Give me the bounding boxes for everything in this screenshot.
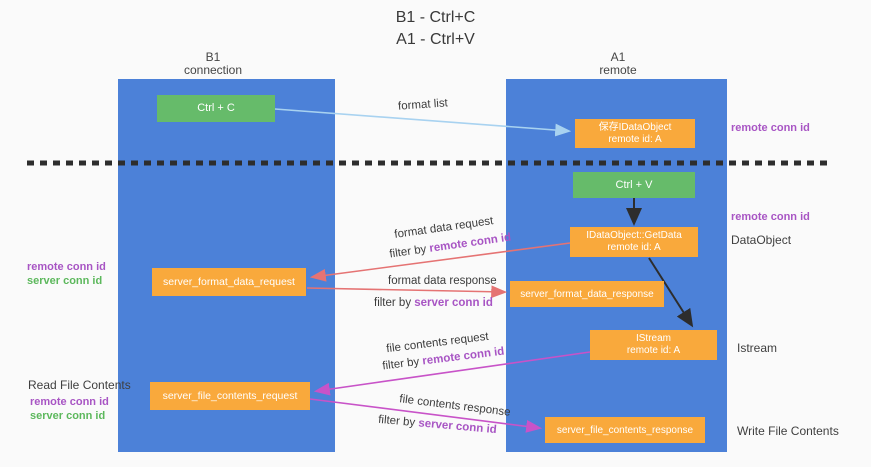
node-getdata-line1: IDataObject::GetData <box>586 230 682 241</box>
edge-label-filter-server-2: filter by server conn id <box>378 414 497 436</box>
arrow-format-data-response <box>306 285 508 299</box>
diagram-title: B1 - Ctrl+C A1 - Ctrl+V <box>0 7 871 51</box>
node-format-request-label: server_format_data_request <box>163 275 295 288</box>
edge-label-format-list: format list <box>397 97 449 113</box>
node-server-file-contents-request: server_file_contents_request <box>150 382 310 410</box>
lane-a1-role: remote <box>599 63 637 77</box>
edge-label-file-contents-response: file contents response <box>398 393 512 419</box>
server-conn-id-text: server conn id <box>417 417 498 437</box>
annotation-remote-conn-id-mid: remote conn id <box>731 211 810 223</box>
remote-conn-id-text: remote conn id <box>428 231 512 255</box>
filter-by-text: filter by <box>381 355 424 373</box>
annotation-remote-conn-id-top: remote conn id <box>731 122 810 134</box>
node-istream-line1: IStream <box>635 333 671 344</box>
lane-header-b1: B1 connection <box>138 51 288 77</box>
annotation-remote-conn-id-left1: remote conn id <box>27 261 106 273</box>
annotation-server-conn-id-left1: server conn id <box>27 275 103 287</box>
node-saved-idataobject-line2: remote id: A <box>608 133 662 145</box>
node-saved-idataobject-line1: 保存IDataObject <box>598 121 672 133</box>
node-server-file-contents-response: server_file_contents_response <box>545 417 705 443</box>
node-file-request-label: server_file_contents_request <box>162 389 298 402</box>
node-ctrl-c-label: Ctrl + C <box>197 102 235 114</box>
node-server-format-data-response: server_format_data_response <box>510 281 664 307</box>
filter-by-text: filter by <box>388 242 431 261</box>
node-file-response-label: server_file_contents_response <box>556 424 694 436</box>
node-istream-line2: remote id: A <box>626 345 681 356</box>
server-conn-id-text: server conn id <box>414 297 493 309</box>
annotation-dataobject: DataObject <box>731 233 792 247</box>
node-saved-idataobject: 保存IDataObject remote id: A <box>575 119 695 148</box>
lane-header-a1: A1 remote <box>543 51 693 77</box>
node-ctrl-v: Ctrl + V <box>573 172 695 198</box>
node-format-response-label: server_format_data_response <box>520 288 654 300</box>
filter-by-text: filter by <box>377 413 419 430</box>
annotation-remote-conn-id-left2: remote conn id <box>30 396 109 408</box>
annotation-server-conn-id-left2: server conn id <box>30 410 106 422</box>
node-ctrl-v-label: Ctrl + V <box>615 178 653 191</box>
annotation-istream: Istream <box>737 341 778 355</box>
lane-a1-name: A1 <box>610 50 626 64</box>
annotation-write-file-contents: Write File Contents <box>737 424 839 438</box>
annotation-read-file-contents: Read File Contents <box>28 378 131 392</box>
node-idataobject-getdata: IDataObject::GetData remote id: A <box>570 227 698 257</box>
lane-b1-name: B1 <box>205 50 221 64</box>
diagram-title-line1: B1 - Ctrl+C <box>395 9 476 26</box>
diagram-title-line2: A1 - Ctrl+V <box>396 31 475 48</box>
node-istream: IStream remote id: A <box>590 330 717 360</box>
node-ctrl-c: Ctrl + C <box>157 95 275 122</box>
node-server-format-data-request: server_format_data_request <box>152 268 306 296</box>
edge-label-format-data-response: format data response <box>388 275 497 287</box>
filter-by-text: filter by <box>374 297 415 309</box>
edge-label-filter-server-1: filter by server conn id <box>374 297 493 309</box>
lane-b1-role: connection <box>183 63 243 77</box>
node-getdata-line2: remote id: A <box>607 242 661 253</box>
